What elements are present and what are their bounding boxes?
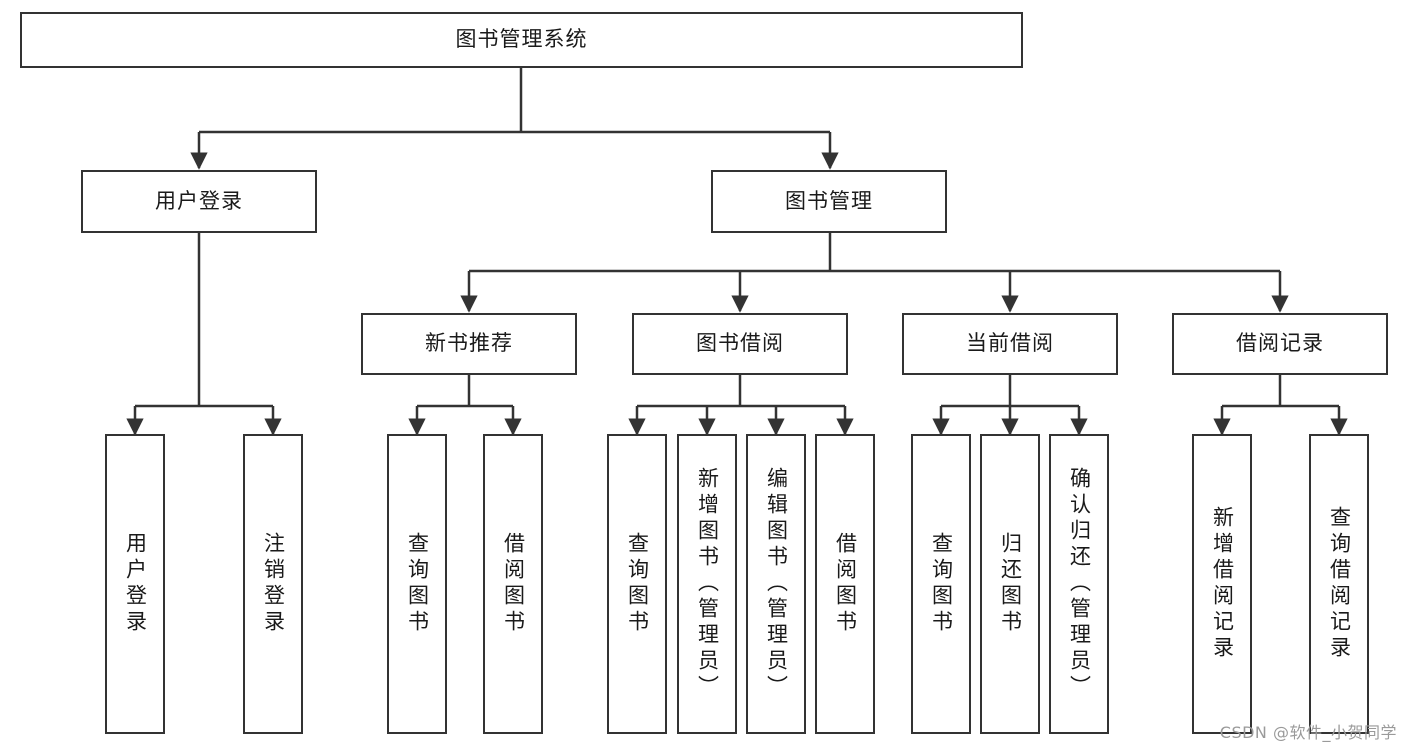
node-leaf-logout-login[interactable]: 注销登录 bbox=[243, 434, 303, 734]
node-label: 新书推荐 bbox=[425, 331, 513, 356]
node-leaf-query-book-1[interactable]: 查询图书 bbox=[387, 434, 447, 734]
node-leaf-query-borrow-record[interactable]: 查询借阅记录 bbox=[1309, 434, 1369, 734]
node-user-login[interactable]: 用户登录 bbox=[81, 170, 317, 233]
node-book-management-system[interactable]: 图书管理系统 bbox=[20, 12, 1023, 68]
node-current-borrow[interactable]: 当前借阅 bbox=[902, 313, 1118, 375]
node-label: 查询图书 bbox=[929, 532, 954, 636]
node-leaf-query-book-2[interactable]: 查询图书 bbox=[607, 434, 667, 734]
node-label: 查询借阅记录 bbox=[1327, 506, 1352, 662]
node-book-borrow[interactable]: 图书借阅 bbox=[632, 313, 848, 375]
csdn-watermark: CSDN @软件_小贺同学 bbox=[1219, 723, 1397, 742]
node-label: 图书借阅 bbox=[696, 331, 784, 356]
node-label: 归还图书 bbox=[998, 532, 1023, 636]
node-label: 新增图书（管理员） bbox=[695, 467, 720, 701]
node-label: 图书管理 bbox=[785, 188, 873, 213]
node-leaf-edit-book[interactable]: 编辑图书（管理员） bbox=[746, 434, 806, 734]
node-label: 用户登录 bbox=[123, 532, 148, 636]
node-leaf-confirm-return[interactable]: 确认归还（管理员） bbox=[1049, 434, 1109, 734]
node-leaf-user-login[interactable]: 用户登录 bbox=[105, 434, 165, 734]
node-label: 借阅图书 bbox=[833, 532, 858, 636]
node-label: 图书管理系统 bbox=[455, 27, 588, 52]
node-label: 借阅图书 bbox=[501, 532, 526, 636]
node-label: 用户登录 bbox=[155, 188, 243, 213]
node-leaf-borrow-book-2[interactable]: 借阅图书 bbox=[815, 434, 875, 734]
node-label: 查询图书 bbox=[405, 532, 430, 636]
node-leaf-add-book[interactable]: 新增图书（管理员） bbox=[677, 434, 737, 734]
node-label: 注销登录 bbox=[261, 532, 286, 636]
node-book-management[interactable]: 图书管理 bbox=[711, 170, 947, 233]
node-new-book-recommend[interactable]: 新书推荐 bbox=[361, 313, 577, 375]
node-leaf-borrow-book-1[interactable]: 借阅图书 bbox=[483, 434, 543, 734]
node-label: 当前借阅 bbox=[966, 331, 1054, 356]
node-label: 确认归还（管理员） bbox=[1067, 467, 1092, 701]
node-leaf-add-borrow-record[interactable]: 新增借阅记录 bbox=[1192, 434, 1252, 734]
node-label: 查询图书 bbox=[625, 532, 650, 636]
node-leaf-return-book[interactable]: 归还图书 bbox=[980, 434, 1040, 734]
node-label: 编辑图书（管理员） bbox=[764, 467, 789, 701]
node-label: 新增借阅记录 bbox=[1210, 506, 1235, 662]
node-borrow-record[interactable]: 借阅记录 bbox=[1172, 313, 1388, 375]
node-label: 借阅记录 bbox=[1236, 331, 1324, 356]
node-leaf-query-book-3[interactable]: 查询图书 bbox=[911, 434, 971, 734]
